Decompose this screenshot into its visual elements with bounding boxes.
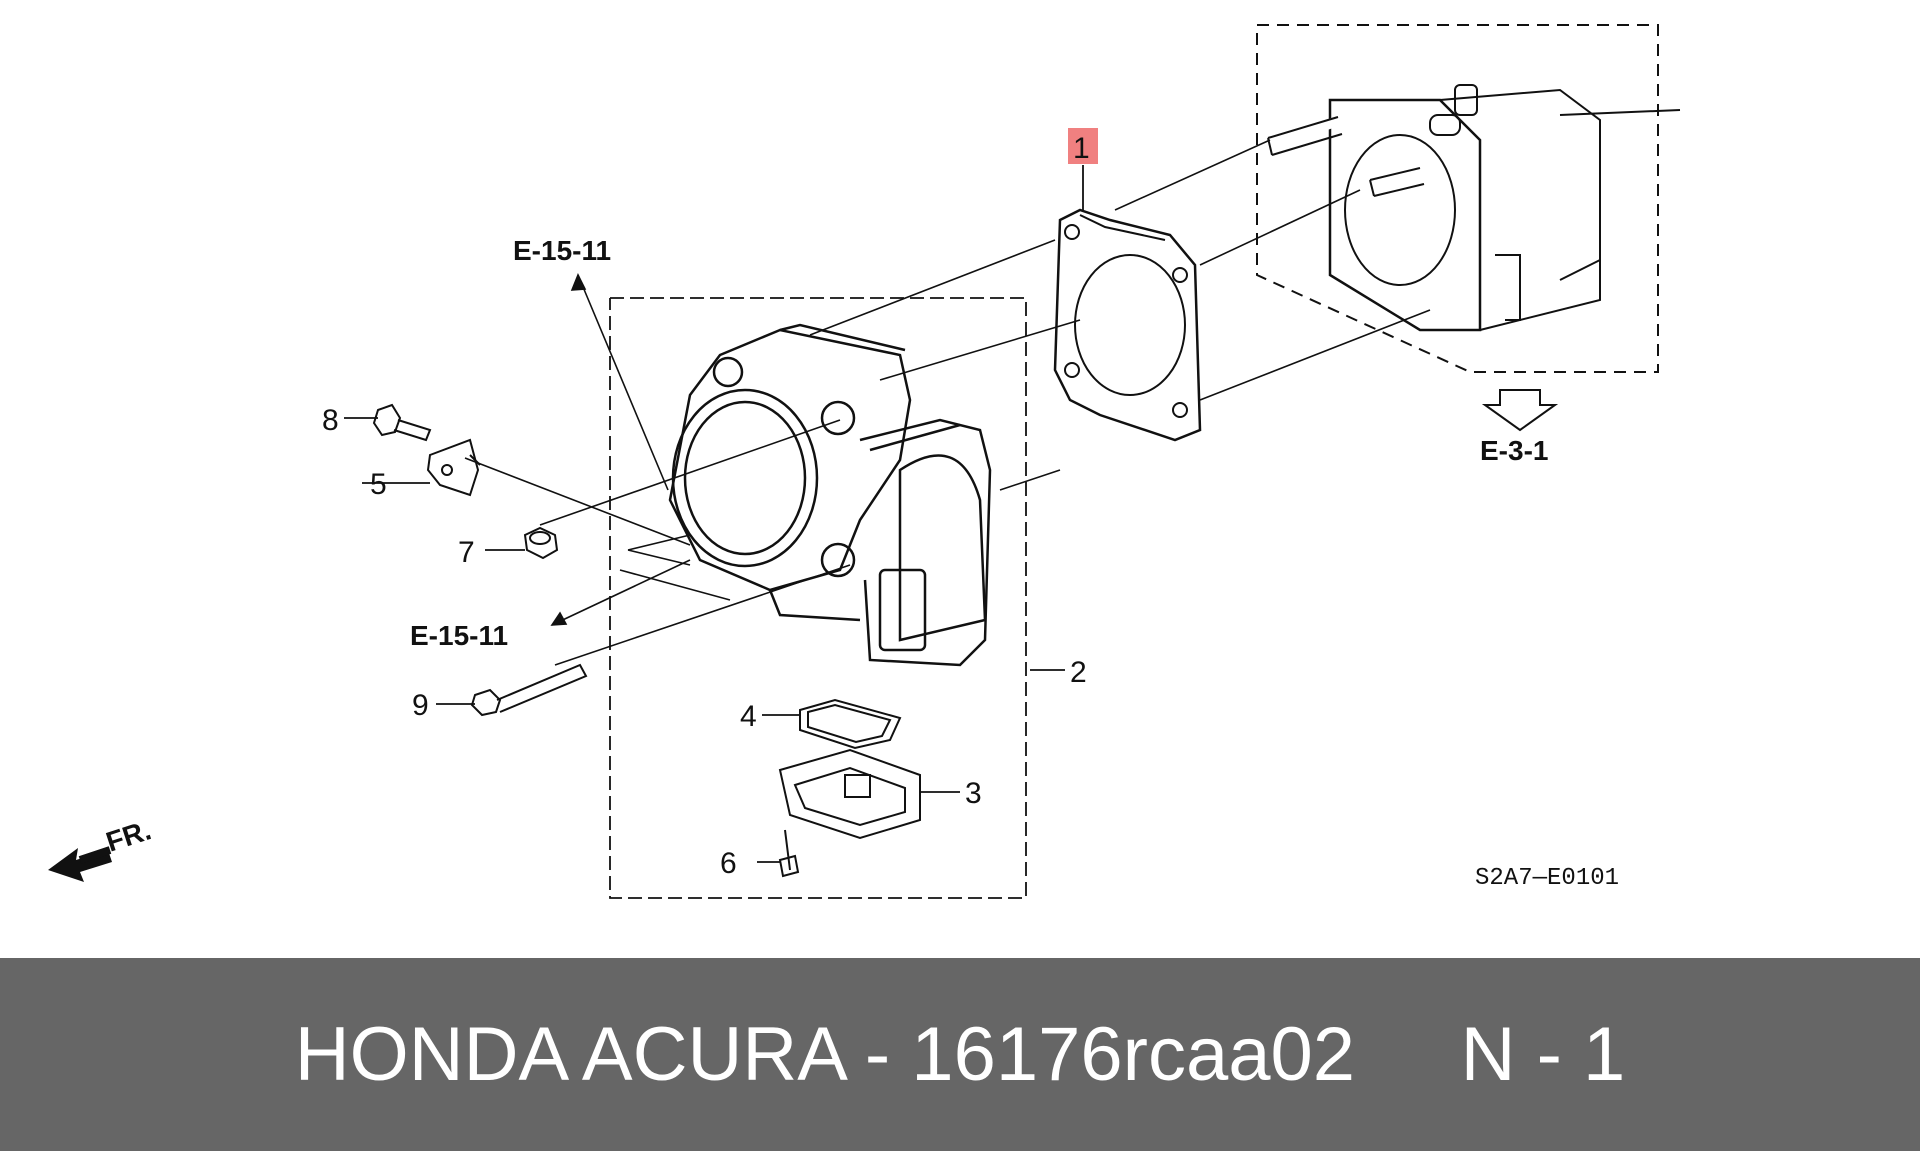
ref-fr: FR. — [102, 814, 154, 857]
front-arrow-icon — [48, 846, 112, 882]
callout-4: 4 — [740, 700, 757, 733]
diagram-code: S2A7—E0101 — [1475, 865, 1619, 892]
screw-part-6 — [778, 829, 800, 878]
intake-manifold-box — [1256, 24, 1681, 373]
gasket-part-4 — [799, 698, 902, 750]
gasket-part-1 — [1053, 208, 1202, 442]
ref-e3: E-3-1 — [1480, 435, 1548, 466]
nut-part-7 — [523, 526, 559, 560]
bolt-part-8 — [372, 403, 432, 442]
e3-arrow-icon — [1481, 389, 1559, 432]
callout-8: 8 — [322, 404, 339, 437]
brand-name: HONDA ACURA — [294, 1012, 844, 1097]
bracket-part-5 — [426, 438, 481, 497]
footer-banner: HONDA ACURA - 16176rcaa02 N - 1 — [0, 958, 1920, 1151]
suffix-code: N - 1 — [1460, 1012, 1626, 1097]
parts-diagram: 1 2 3 4 5 6 7 8 9 E-15-11 E-15-11 E-3-1 … — [48, 24, 1681, 899]
callout-7: 7 — [458, 536, 475, 569]
cover-part-3 — [778, 748, 921, 840]
callout-6: 6 — [720, 847, 737, 880]
bolt-part-9 — [470, 663, 588, 717]
throttle-body-box — [609, 297, 1027, 899]
separator: - — [843, 1012, 912, 1097]
callout-9: 9 — [412, 689, 429, 722]
callout-5: 5 — [370, 468, 387, 501]
part-number: 16176rcaa02 — [911, 1012, 1356, 1097]
callout-2: 2 — [1070, 656, 1087, 689]
callout-1: 1 — [1073, 132, 1090, 165]
callout-3: 3 — [965, 777, 982, 810]
throttle-body — [668, 323, 992, 667]
ref-e15-top: E-15-11 — [513, 235, 611, 266]
footer-caption: HONDA ACURA - 16176rcaa02 N - 1 — [295, 1011, 1626, 1098]
ref-e15-left: E-15-11 — [410, 620, 508, 651]
part-1-highlight — [1068, 128, 1098, 164]
